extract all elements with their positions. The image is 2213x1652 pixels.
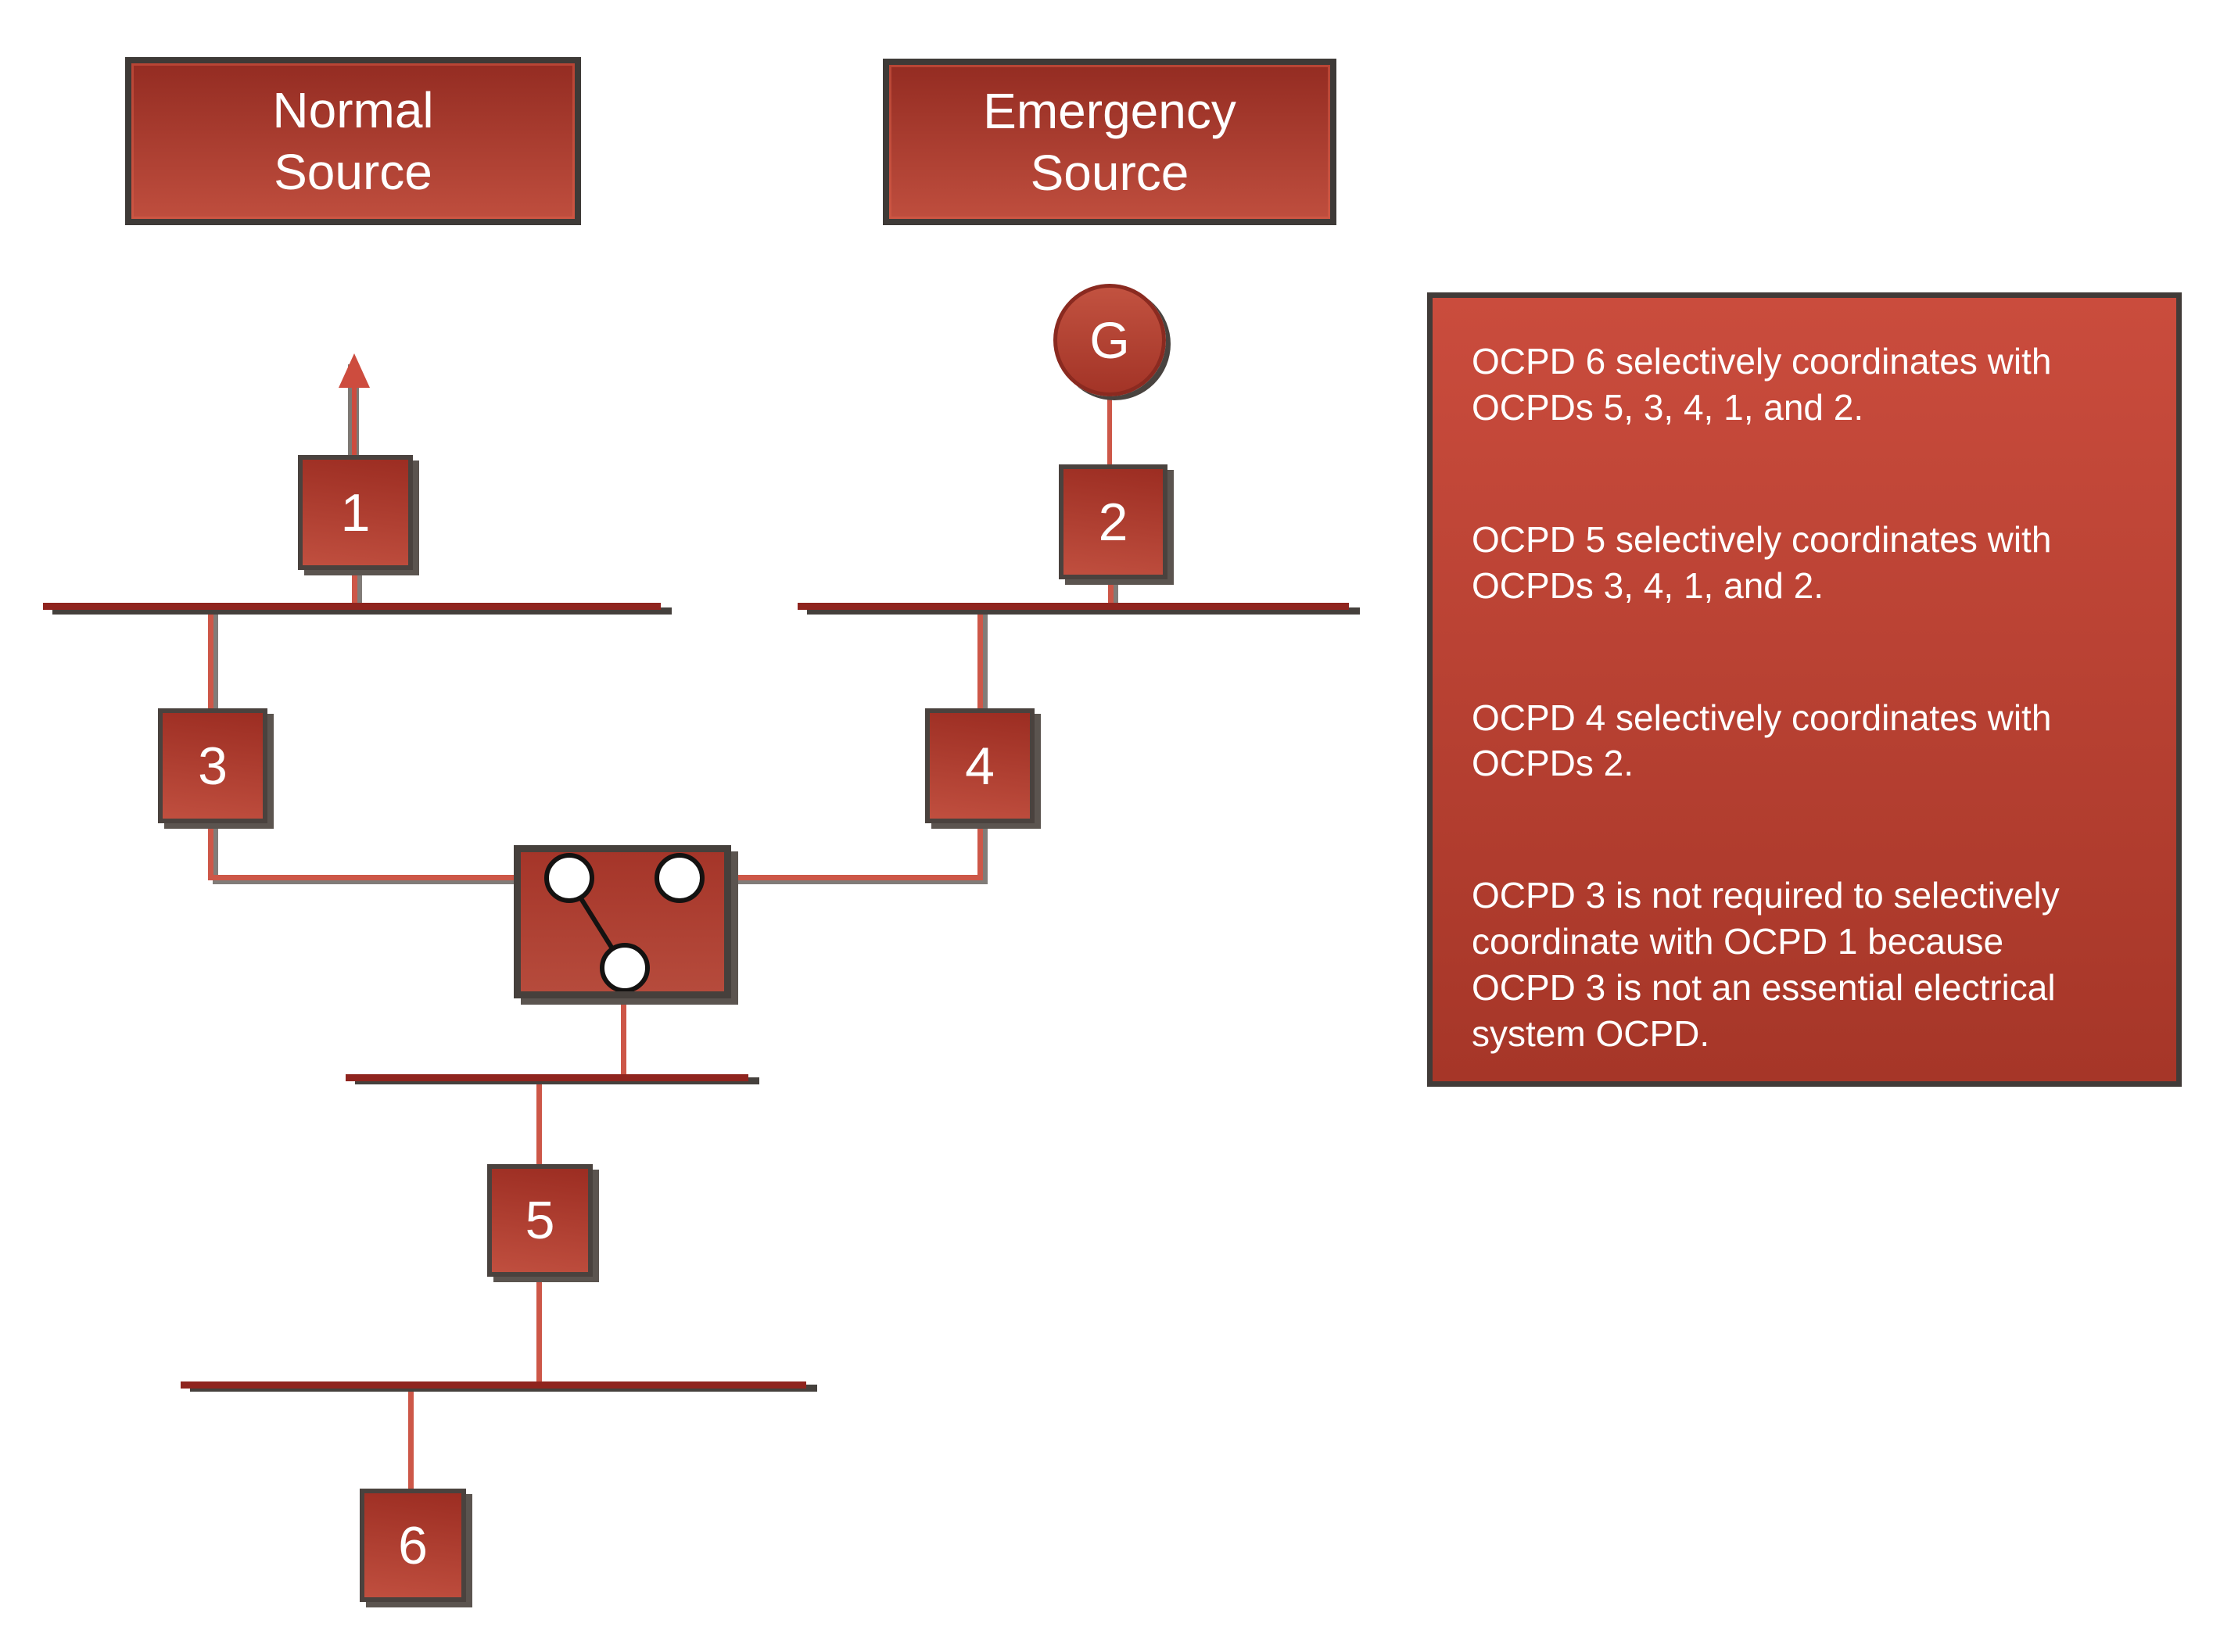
transfer-switch [514, 845, 731, 998]
emergency-bus [798, 603, 1349, 610]
normal-source-box: Normal Source [125, 57, 581, 225]
normal-source-label-line1: Normal [272, 82, 434, 139]
utility-arrow-shaft [352, 385, 357, 457]
connector-branch-bus-to-ocpd6 [408, 1385, 414, 1490]
connector-load-bus-to-ocpd5 [536, 1077, 542, 1166]
ocpd-6-box: 6 [360, 1489, 466, 1602]
connector-generator-to-ocpd2 [1107, 395, 1112, 466]
connector-ocpd4-down [977, 823, 983, 880]
connector-ocpd3-to-switch [208, 875, 519, 880]
emergency-source-label-line1: Emergency [983, 83, 1236, 140]
connector-ocpd1-to-normal-bus [352, 570, 357, 607]
connector-switch-to-load-bus [621, 997, 626, 1079]
normal-source-label-line2: Source [274, 143, 432, 200]
note-ocpd3: OCPD 3 is not required to selectively co… [1472, 875, 2060, 1054]
emergency-bus-shadow [807, 607, 1360, 615]
connector-switch-to-ocpd4 [727, 875, 983, 880]
notes-panel: OCPD 6 selectively coordinates with OCPD… [1427, 292, 2182, 1087]
emergency-source-box: Emergency Source [883, 59, 1336, 225]
normal-bus [43, 603, 661, 610]
branch-bus [181, 1381, 806, 1389]
connector-ocpd3-down [208, 823, 213, 880]
connector-emergency-bus-to-ocpd4 [977, 608, 983, 708]
transfer-switch-contacts-icon [544, 853, 705, 991]
ocpd-2-box: 2 [1059, 464, 1167, 579]
ocpd-4-box: 4 [925, 708, 1035, 823]
ocpd-3-box: 3 [158, 708, 267, 823]
connector-ocpd5-to-branch-bus [536, 1277, 542, 1386]
normal-bus-shadow [52, 607, 672, 615]
note-ocpd4: OCPD 4 selectively coordinates with OCPD… [1472, 697, 2052, 784]
ocpd-5-box: 5 [487, 1164, 593, 1277]
note-ocpd5: OCPD 5 selectively coordinates with OCPD… [1472, 518, 2052, 606]
note-ocpd6: OCPD 6 selectively coordinates with OCPD… [1472, 341, 2052, 428]
connector-normal-bus-to-ocpd3 [208, 608, 213, 708]
ocpd-1-box: 1 [298, 455, 413, 570]
utility-arrow-icon [339, 353, 370, 388]
generator-circle: G [1053, 284, 1166, 396]
connector-ocpd2-to-emergency-bus [1108, 579, 1114, 609]
emergency-source-label-line2: Source [1030, 144, 1189, 201]
load-bus [346, 1074, 748, 1081]
